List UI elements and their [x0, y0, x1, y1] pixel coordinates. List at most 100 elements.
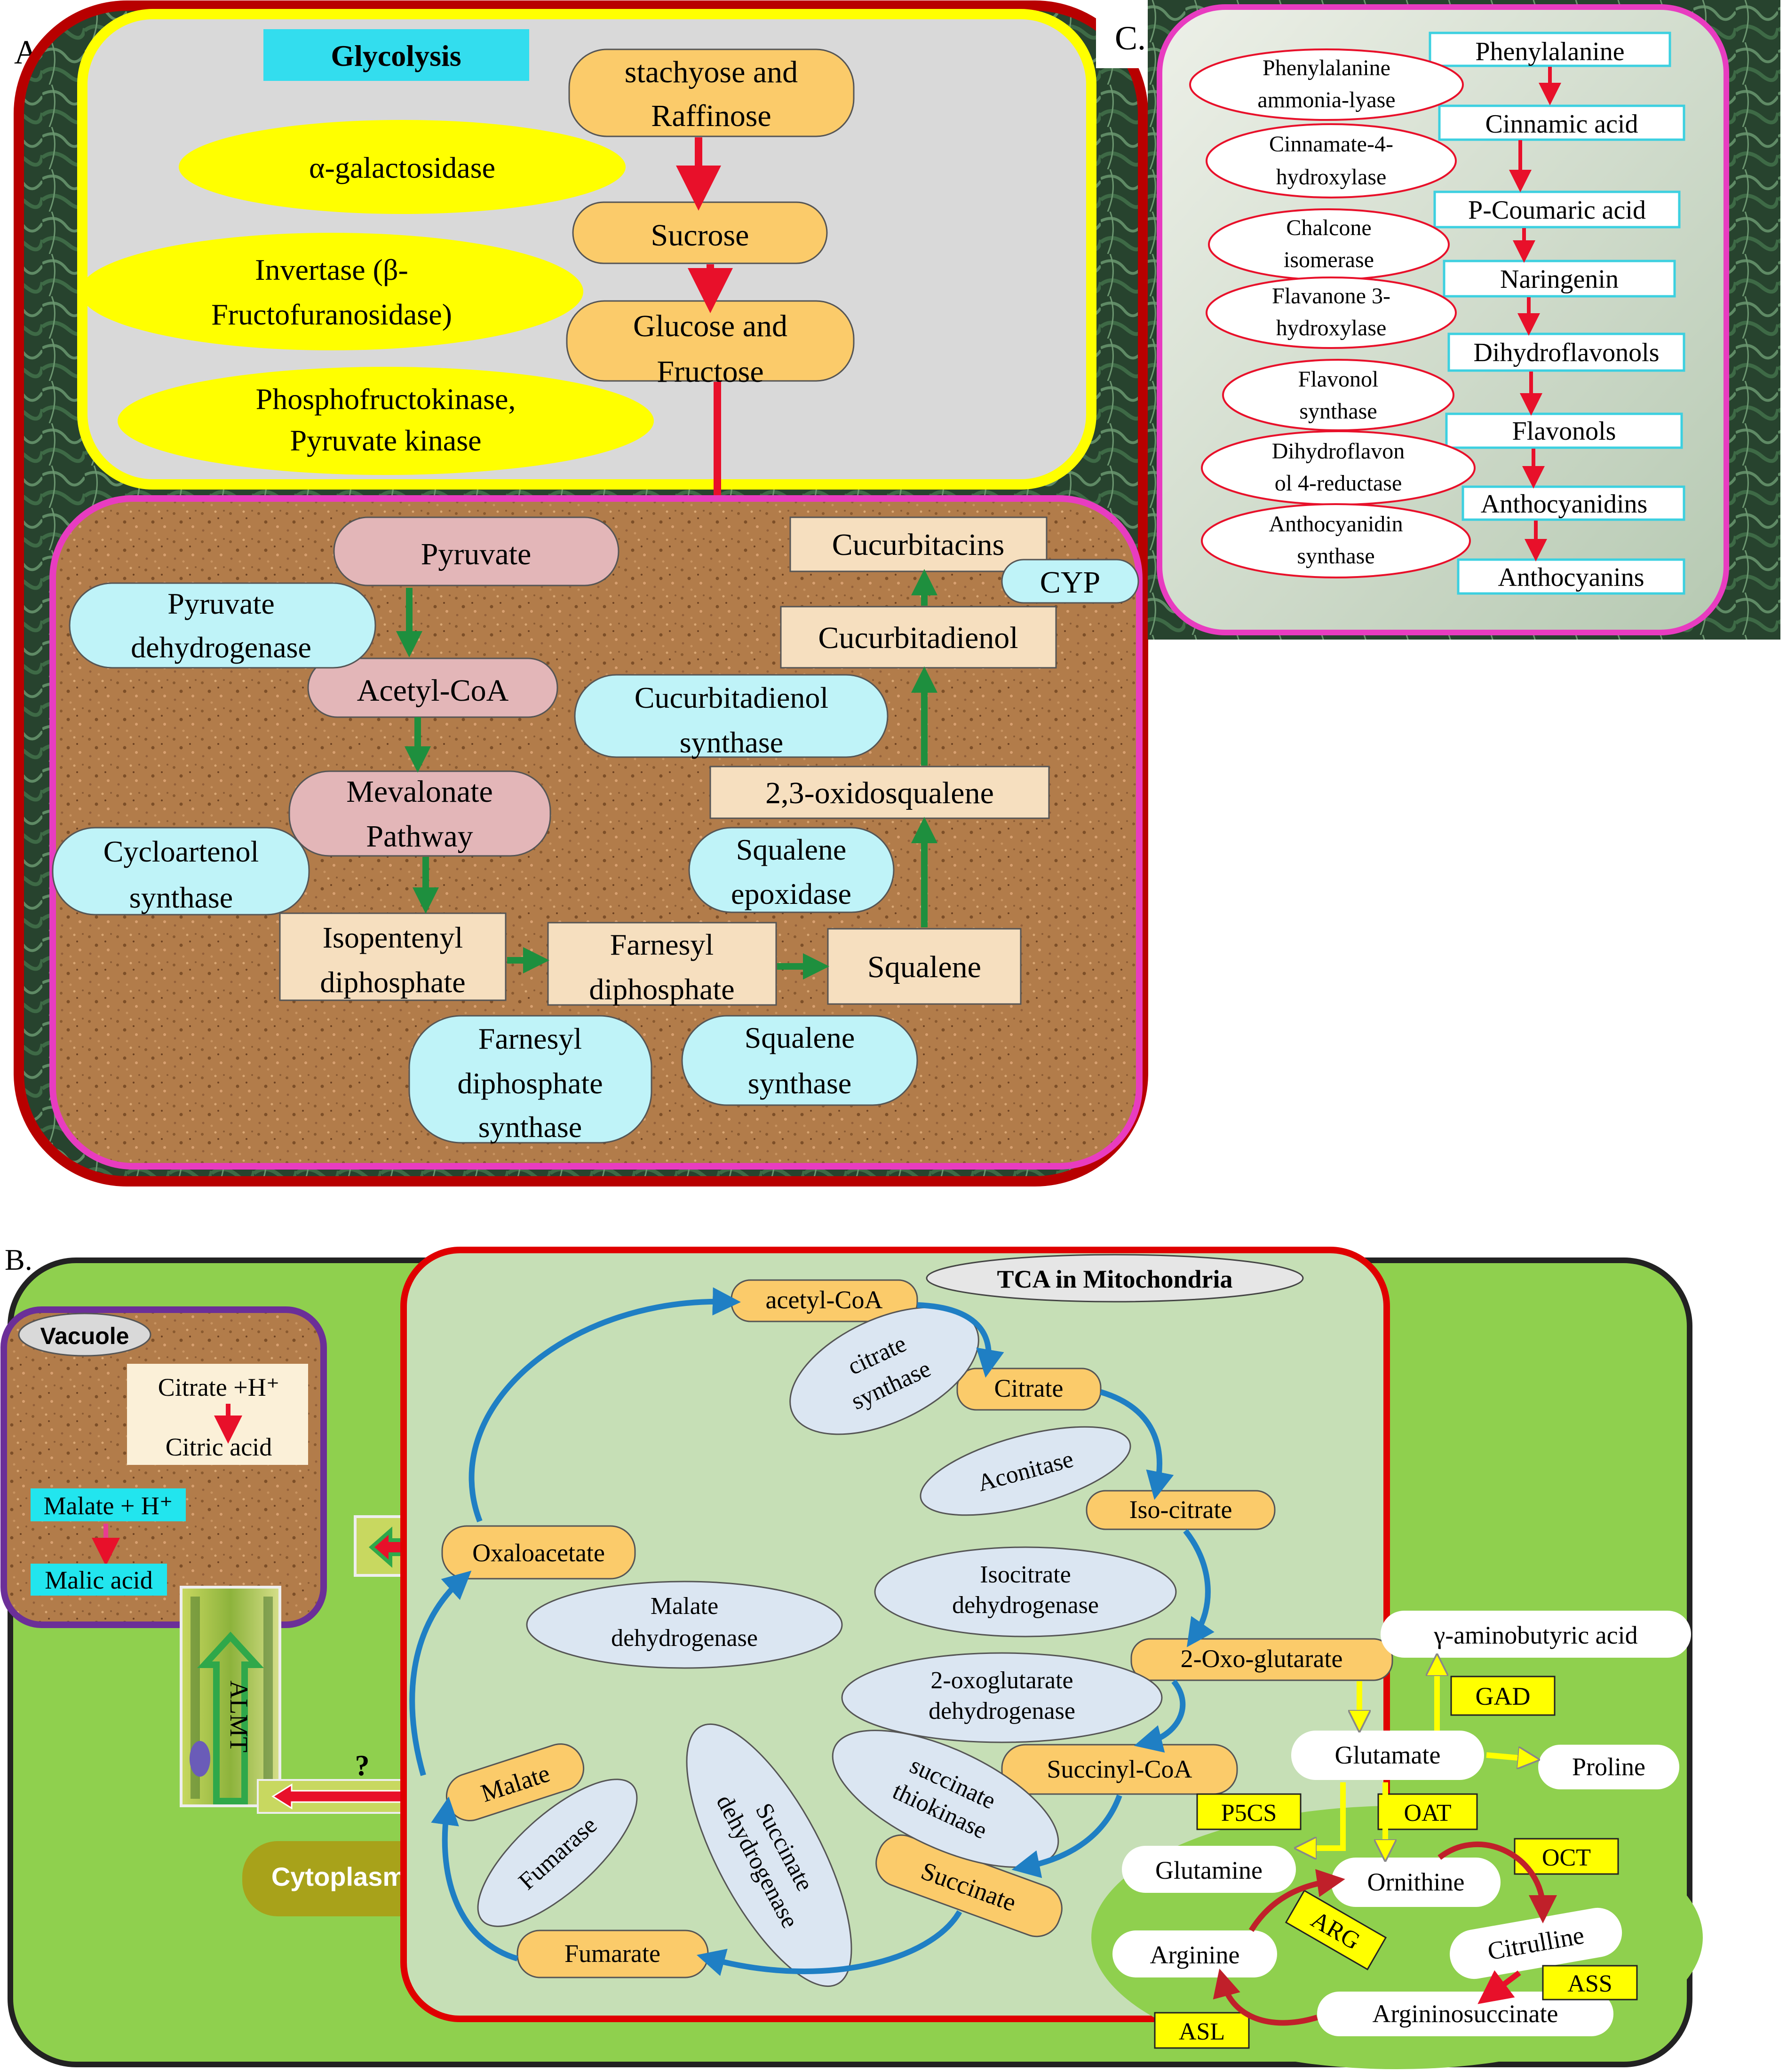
svg-text:Farnesyl: Farnesyl [478, 1022, 582, 1055]
tca-succinyl-coa: Succinyl-CoA [1001, 1744, 1238, 1795]
green-arrows [396, 569, 937, 980]
svg-text:dehydrogenase: dehydrogenase [611, 1625, 758, 1652]
svg-text:Succinyl-CoA: Succinyl-CoA [1047, 1755, 1192, 1783]
svg-text:Isocitrate: Isocitrate [980, 1561, 1071, 1588]
svg-text:2-oxoglutarate: 2-oxoglutarate [930, 1667, 1073, 1694]
enzyme-pyruvate-dehydrogenase: Pyruvate dehydrogenase [69, 582, 376, 669]
metabolite-pyruvate: Pyruvate [333, 516, 619, 586]
citrate-h: Citrate +H⁺ [158, 1373, 279, 1401]
svg-text:synthase: synthase [1297, 544, 1374, 569]
svg-text:diphosphate: diphosphate [457, 1067, 603, 1100]
svg-text:Farnesyl: Farnesyl [610, 928, 714, 961]
enzyme-oxoglutarate-dehydrogenase: 2-oxoglutarate dehydrogenase [841, 1652, 1163, 1743]
malate-h: Malate + H⁺ [44, 1492, 173, 1520]
metabolite-cucurbitacins: Cucurbitacins [789, 516, 1048, 572]
metabolite-stachyose-raffinose: stachyose and Raffinose [568, 48, 855, 137]
svg-text:diphosphate: diphosphate [589, 973, 734, 1006]
svg-text:Glutamate: Glutamate [1335, 1741, 1441, 1769]
transport-question: ? [355, 1750, 370, 1782]
enzyme-flavanone-3-hydroxylase: Flavanone 3- hydroxylase [1206, 277, 1457, 349]
vacuole-title: Vacuole [40, 1323, 129, 1349]
svg-text:Flavanone 3-: Flavanone 3- [1272, 284, 1390, 308]
svg-text:Phenylalanine: Phenylalanine [1475, 37, 1624, 66]
svg-text:Fumarate: Fumarate [564, 1939, 660, 1968]
amino-enzyme-labels: GAD P5CS OAT OCT ARG ASS ASL [1154, 1676, 1638, 2049]
metabolite-phenylalanine: Phenylalanine [1429, 32, 1671, 67]
urea-cycle-arrows [1213, 1842, 1557, 2026]
metabolite-flavonols: Flavonols [1445, 412, 1683, 449]
svg-text:Ornithine: Ornithine [1367, 1868, 1465, 1896]
tca-isocitrate: Iso-citrate [1086, 1490, 1276, 1530]
tca-acetyl-coa: acetyl-CoA [731, 1279, 918, 1322]
node-citrulline: Citrulline [1450, 1907, 1622, 1979]
svg-text:Dihydroflavonols: Dihydroflavonols [1473, 338, 1659, 367]
node-ornithine: Ornithine [1331, 1858, 1501, 1907]
vacuole: Vacuole Citrate +H⁺ Citric acid Malate +… [0, 1306, 327, 1628]
svg-text:Invertase (β-: Invertase (β- [255, 253, 408, 286]
flavonoid-arrows [1509, 67, 1561, 561]
svg-text:Fructose: Fructose [657, 355, 763, 389]
enzyme-phosphofructokinase: Phosphofructokinase, Pyruvate kinase [118, 367, 654, 475]
svg-text:Raffinose: Raffinose [651, 99, 771, 133]
enzyme-dihydroflavonol-4-reductase: Dihydroflavonol 4-reductase [1201, 430, 1476, 506]
tca-metabolites: acetyl-CoA Citrate Iso-citrate 2-Oxo-glu… [441, 1279, 1393, 1978]
enzyme-isocitrate-dehydrogenase: Isocitrate dehydrogenase [874, 1546, 1177, 1637]
svg-text:Citrate: Citrate [994, 1374, 1064, 1402]
metabolite-mevalonate: Mevalonate Pathway [288, 770, 551, 857]
almt-transporter: ALMT [180, 1586, 281, 1807]
panel-b-label: B. [5, 1243, 32, 1276]
svg-text:synthase: synthase [129, 881, 233, 914]
svg-text:CYP: CYP [1040, 565, 1100, 600]
tca-title: TCA in Mitochondria [997, 1265, 1232, 1293]
metabolite-isopentenyl-diphosphate: Isopentenyl diphosphate [279, 912, 507, 1001]
svg-text:Cucurbitadienol: Cucurbitadienol [635, 681, 828, 714]
svg-text:2,3-oxidosqualene: 2,3-oxidosqualene [765, 776, 994, 810]
tca-fumarate: Fumarate [516, 1930, 709, 1978]
label-oat: OAT [1377, 1793, 1478, 1830]
metabolite-sucrose: Sucrose [572, 201, 828, 264]
svg-text:Squalene: Squalene [867, 950, 981, 984]
metabolite-farnesyl-diphosphate: Farnesyl diphosphate [547, 922, 777, 1006]
svg-text:Oxaloacetate: Oxaloacetate [472, 1539, 605, 1567]
svg-text:dehydrogenase: dehydrogenase [952, 1592, 1099, 1619]
svg-text:Cycloartenol: Cycloartenol [103, 835, 259, 868]
enzyme-cucurbitadienol-synthase: Cucurbitadienol synthase [574, 674, 889, 759]
enzyme-cyp: CYP [1001, 559, 1139, 604]
svg-text:Squalene: Squalene [745, 1021, 855, 1054]
svg-text:OAT: OAT [1404, 1800, 1451, 1827]
label-oct: OCT [1514, 1838, 1619, 1875]
label-gad: GAD [1450, 1676, 1556, 1716]
metabolite-dihydroflavonols: Dihydroflavonols [1447, 332, 1685, 372]
tca-citrate: Citrate [956, 1368, 1102, 1411]
amino-acid-nodes: γ-aminobutyric acid Glutamate Proline Gl… [1112, 1611, 1691, 2036]
enzyme-cycloartenol-synthase: Cycloartenol synthase [52, 827, 310, 916]
tca-malate: Malate [445, 1743, 585, 1821]
svg-text:hydroxylase: hydroxylase [1276, 165, 1387, 190]
label-asl: ASL [1154, 2012, 1250, 2049]
label-ass: ASS [1542, 1965, 1638, 2001]
svg-text:epoxidase: epoxidase [731, 877, 851, 910]
svg-text:Glutamine: Glutamine [1155, 1856, 1263, 1884]
svg-text:Cucurbitadienol: Cucurbitadienol [818, 621, 1018, 655]
svg-text:dehydrogenase: dehydrogenase [929, 1698, 1075, 1724]
enzyme-cinnamate-4-hydroxylase: Cinnamate-4- hydroxylase [1206, 123, 1457, 198]
node-arginine: Arginine [1112, 1930, 1277, 1977]
svg-text:OCT: OCT [1542, 1844, 1591, 1871]
svg-text:Cucurbitacins: Cucurbitacins [832, 528, 1005, 562]
svg-text:Flavonol: Flavonol [1298, 367, 1379, 392]
flavonoid-metabolites: Phenylalanine Cinnamic acid P-Coumaric a… [1429, 32, 1685, 595]
malate-export: ? [257, 1750, 415, 1814]
svg-text:Naringenin: Naringenin [1500, 265, 1619, 294]
svg-text:acetyl-CoA: acetyl-CoA [766, 1286, 883, 1314]
metabolite-glucose-fructose: Glucose and Fructose [566, 300, 855, 389]
svg-text:hydroxylase: hydroxylase [1276, 316, 1387, 340]
metabolite-anthocyanidins: Anthocyanidins [1461, 485, 1685, 521]
svg-text:α-galactosidase: α-galactosidase [309, 151, 495, 184]
svg-text:γ-aminobutyric acid: γ-aminobutyric acid [1433, 1621, 1637, 1649]
svg-text:Cinnamate-4-: Cinnamate-4- [1269, 132, 1393, 157]
svg-text:Acetyl-CoA: Acetyl-CoA [357, 673, 509, 708]
